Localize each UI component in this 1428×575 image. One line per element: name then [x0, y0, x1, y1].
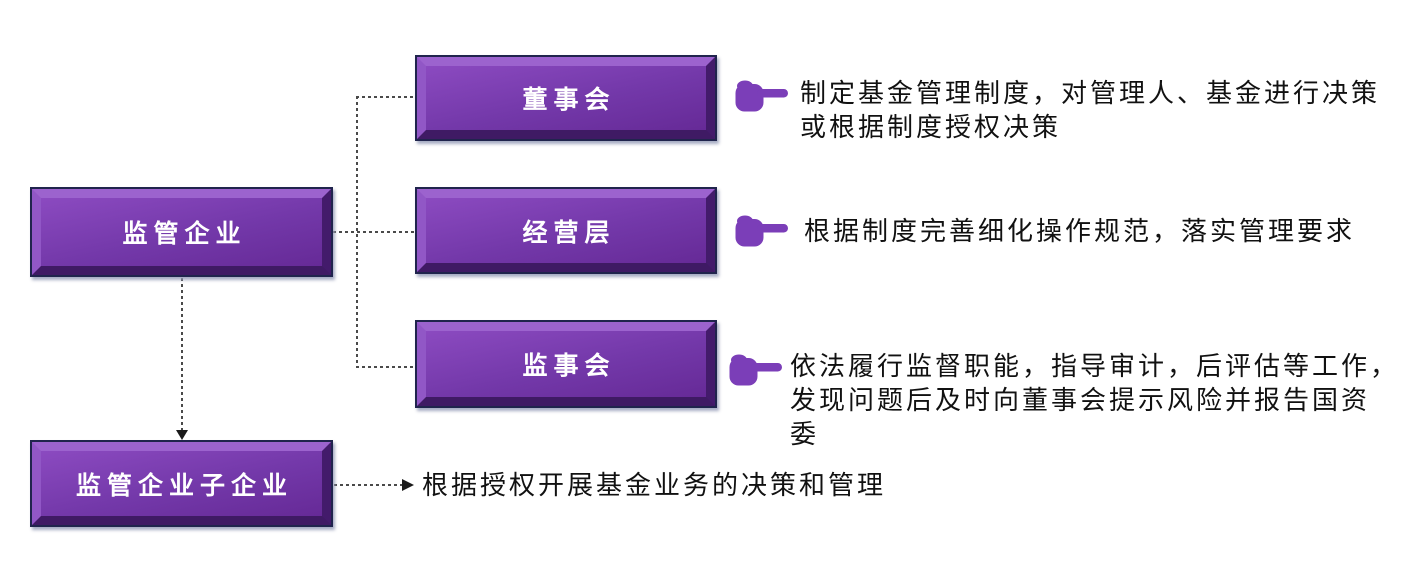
connector-parent-to-management — [333, 231, 415, 233]
box-label: 监事会 — [522, 352, 616, 380]
box-bevel — [417, 322, 715, 406]
management-note-text: 根据制度完善细化操作规范，落实管理要求 — [804, 217, 1356, 247]
box-label: 监管企业 — [122, 220, 247, 248]
subsidiary-note-text: 根据授权开展基金业务的决策和管理 — [422, 471, 887, 501]
arrowhead-right-icon — [402, 479, 414, 491]
connector-subsidiary-to-note — [334, 484, 402, 486]
connector-parent-to-board — [356, 96, 417, 98]
box-bevel — [417, 57, 715, 139]
pointing-hand-icon — [735, 80, 788, 112]
box-bevel — [32, 189, 331, 275]
supervised-enterprise-box: 监管企业 — [30, 187, 333, 277]
arrowhead-down-icon — [176, 430, 188, 440]
connector-parent-to-supervisory — [356, 366, 415, 368]
board-of-directors-box: 董事会 — [415, 55, 717, 141]
pointing-hand-icon — [729, 354, 782, 386]
pointing-hand-icon — [735, 215, 788, 247]
box-label: 监管企业子企业 — [75, 471, 293, 500]
management-level-box: 经营层 — [415, 187, 717, 274]
box-bevel — [32, 442, 331, 525]
box-label: 董事会 — [522, 86, 616, 114]
subsidiary-enterprise-box: 监管企业子企业 — [30, 440, 333, 527]
box-label: 经营层 — [522, 218, 616, 247]
board-note-text: 制定基金管理制度，对管理人、基金进行决策或根据制度授权决策 — [800, 79, 1381, 143]
connector-parent-to-subsidiary — [181, 278, 183, 430]
supervisory-board-box: 监事会 — [415, 320, 717, 408]
supervisory-note-text: 依法履行监督职能，指导审计，后评估等工作，发现问题后及时向董事会提示风险并报告国… — [790, 352, 1400, 450]
box-bevel — [417, 189, 715, 272]
